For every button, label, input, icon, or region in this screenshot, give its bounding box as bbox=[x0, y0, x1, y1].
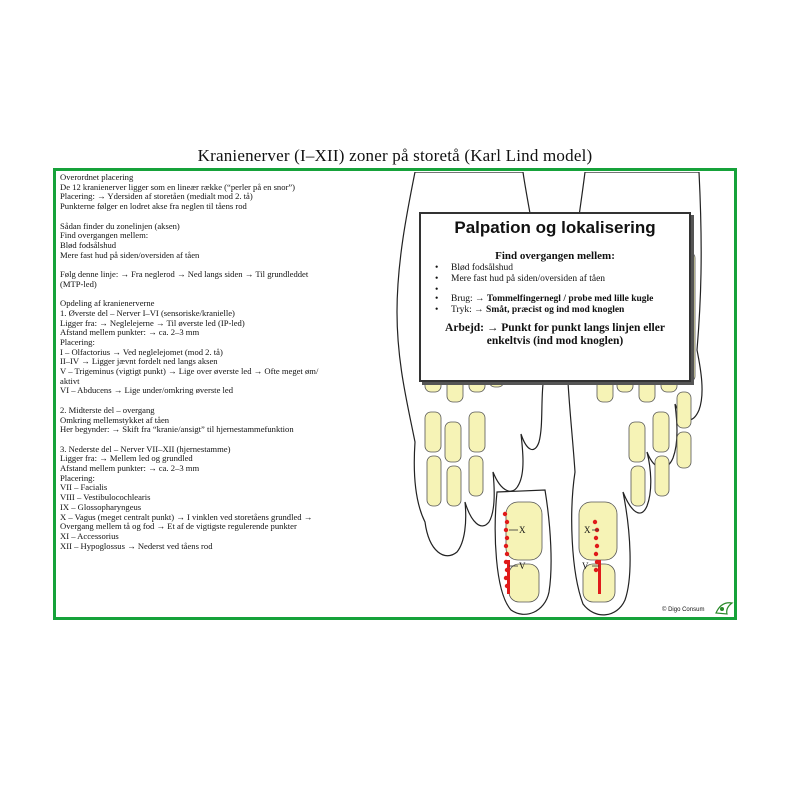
box-subtitle: Find overgangen mellem: bbox=[495, 250, 615, 262]
instruction-line: I – Olfactorius → Ved neglelejomet (mod … bbox=[60, 346, 223, 357]
left-x-label: X bbox=[519, 525, 526, 535]
instruction-line: Omkring mellemstykket af tåen bbox=[60, 414, 170, 425]
right-nerve-dots bbox=[592, 519, 601, 594]
right-v-label: V bbox=[582, 561, 589, 571]
instruction-line: 2. Midterste del – overgang bbox=[60, 404, 155, 415]
content-frame bbox=[53, 168, 737, 620]
instruction-line: II–IV → Ligger jævnt fordelt ned langs a… bbox=[60, 356, 218, 367]
instruction-line: Placering: bbox=[60, 336, 95, 347]
box-press-label: Tryk: → bbox=[451, 305, 487, 315]
instruction-line: Placering: bbox=[60, 472, 95, 483]
box-bullets: Blød fodsålshud Mere fast hud på siden/o… bbox=[429, 263, 681, 316]
instruction-line: VI – Abducens → Lige under/omkring øvers… bbox=[60, 385, 234, 396]
box-bullet: Blød fodsålshud bbox=[435, 263, 681, 274]
instruction-line: Sådan finder du zonelinjen (aksen) bbox=[60, 220, 180, 231]
instruction-line: Overgang mellem tå og fod → Et af de vig… bbox=[60, 521, 297, 532]
instruction-line: Placering: → Ydersiden af storetåen (med… bbox=[60, 191, 253, 202]
box-spacer bbox=[435, 285, 681, 296]
box-use-value: Tommelfingernegl / probe med lille kugle bbox=[486, 294, 654, 304]
instruction-line: Find overgangen mellem: bbox=[60, 230, 149, 241]
instruction-line: (MTP-led) bbox=[60, 278, 97, 289]
instruction-line: Overordnet placering bbox=[60, 172, 134, 182]
instruction-line: VII – Facialis bbox=[60, 482, 108, 493]
instruction-line: V – Trigeminus (vigtigt punkt) → Lige ov… bbox=[60, 366, 319, 377]
instruction-line: Punkterne følger en lodret akse fra negl… bbox=[60, 201, 247, 212]
instruction-line: XII – Hypoglossus → Nederst ved tåens ro… bbox=[60, 540, 213, 551]
box-use-label: Brug: → bbox=[451, 294, 487, 304]
instruction-line: Mere fast hud på siden/oversiden af tåen bbox=[60, 249, 200, 260]
copyright-text: © Digo Consum bbox=[662, 607, 705, 613]
left-nerve-dots bbox=[502, 511, 510, 594]
instruction-line: De 12 kranienerver ligger som en lineær … bbox=[60, 181, 296, 192]
instruction-line: Her begynder: → Skift fra “kranie/ansigt… bbox=[60, 424, 294, 435]
instruction-line: Opdeling af kranienerverne bbox=[60, 298, 155, 309]
left-v-label: V bbox=[519, 561, 526, 571]
box-use: Brug: → Tommelfingernegl / probe med lil… bbox=[435, 294, 681, 305]
instruction-line: Afstand mellem punkter: → ca. 2–3 mm bbox=[60, 327, 200, 338]
box-work-text: Arbejd: → Punkt for punkt langs linjen e… bbox=[445, 322, 665, 347]
publisher-logo bbox=[715, 602, 734, 615]
instruction-line: VIII – Vestibulocochlearis bbox=[60, 492, 151, 503]
palpation-info-box: Palpation og lokalisering Find overgange… bbox=[419, 212, 691, 382]
box-press: Tryk: → Småt, præcist og ind mod knoglen bbox=[435, 305, 681, 316]
instruction-line: IX – Glossopharyngeus bbox=[60, 501, 142, 512]
instruction-line: 1. Øverste del – Nerver I–VI (sensoriske… bbox=[60, 307, 235, 318]
instruction-line: X – Vagus (meget centralt punkt) → I vin… bbox=[60, 511, 313, 522]
box-title: Palpation og lokalisering bbox=[454, 218, 656, 237]
instruction-line: aktivt bbox=[60, 375, 80, 386]
page-title: Kranienerver (I–XII) zoner på storetå (K… bbox=[197, 146, 593, 165]
instruction-line: Følg denne linje: → Fra neglerod → Ned l… bbox=[60, 269, 309, 279]
instruction-line: 3. Nederste del – Nerver VII–XII (hjerne… bbox=[60, 443, 231, 454]
instruction-line: Ligger fra: → Neglelejerne → Til øverste… bbox=[60, 317, 245, 328]
box-bullet: Mere fast hud på siden/oversiden af tåen bbox=[435, 274, 681, 285]
right-x-label: X bbox=[584, 525, 591, 535]
instruction-line: Afstand mellem punkter: → ca. 2–3 mm bbox=[60, 463, 200, 474]
box-press-value: Småt, præcist og ind mod knoglen bbox=[486, 305, 625, 315]
instruction-line: Ligger fra: → Mellem led og grundled bbox=[60, 453, 193, 464]
instruction-line: Blød fodsålshud bbox=[60, 239, 117, 250]
instruction-line: XI – Accessorius bbox=[60, 530, 119, 541]
